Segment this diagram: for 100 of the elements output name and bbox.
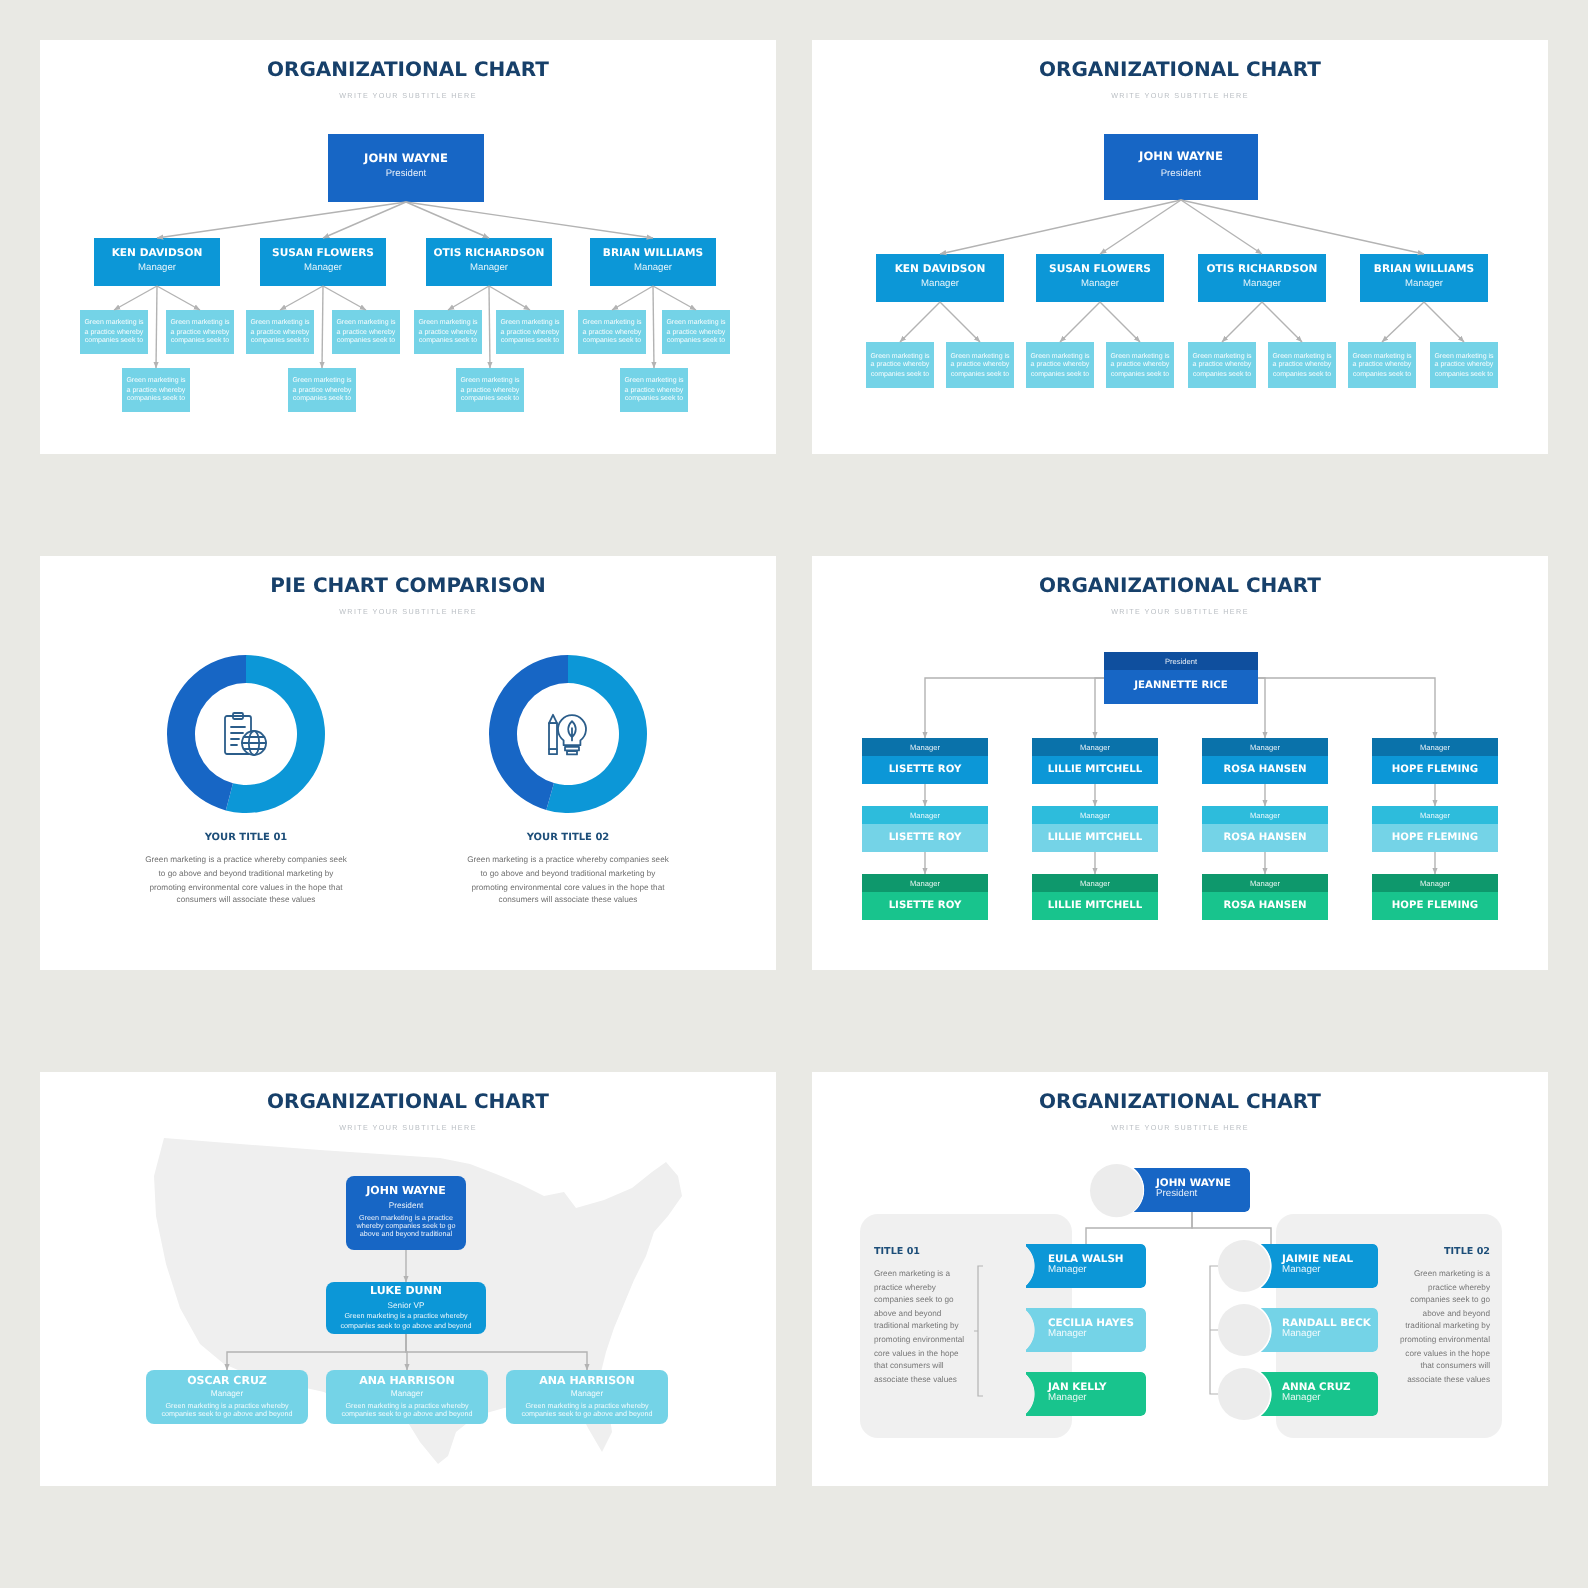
note-card <box>620 368 688 412</box>
position-card <box>1026 1372 1146 1416</box>
note-card <box>1430 342 1498 388</box>
position-card <box>1134 1168 1250 1212</box>
slide-panel <box>812 40 1548 454</box>
position-card <box>1260 1308 1378 1352</box>
connector-arrow <box>1099 301 1141 343</box>
connector-arrow <box>156 201 407 240</box>
connector-arrow <box>1257 677 1438 739</box>
connector-arrow <box>487 285 493 369</box>
connector-arrow <box>1221 301 1263 343</box>
position-card <box>328 134 484 202</box>
connector-arrow <box>319 285 325 369</box>
position-card <box>876 254 1004 302</box>
connector-arrow <box>922 851 928 875</box>
connector-arrow <box>405 201 490 239</box>
position-card <box>1036 254 1164 302</box>
note-card <box>414 310 482 354</box>
position-card <box>1032 874 1158 920</box>
position-card <box>1198 254 1326 302</box>
position-card <box>862 738 988 784</box>
position-card <box>1260 1244 1378 1288</box>
connector-arrow <box>1180 199 1425 256</box>
connector-arrow <box>405 201 654 240</box>
connector-arrow <box>939 199 1182 256</box>
position-card <box>1202 874 1328 920</box>
connector-arrow <box>1257 677 1268 739</box>
connector-arrow <box>156 285 201 311</box>
connector-arrow <box>652 285 697 311</box>
note-card <box>1188 342 1256 388</box>
note-card <box>946 342 1014 388</box>
note-card <box>288 368 356 412</box>
note-card <box>866 342 934 388</box>
slide-panel <box>40 1072 776 1486</box>
connector-arrow <box>922 783 928 807</box>
slide-title: ORGANIZATIONAL CHART <box>1039 60 1321 84</box>
connector-arrow <box>322 285 367 311</box>
note-card <box>1026 342 1094 388</box>
position-card <box>1026 1308 1146 1352</box>
note-card <box>80 310 148 354</box>
slide-panel <box>812 1072 1548 1486</box>
connector-arrow <box>651 285 657 369</box>
slide-panel <box>40 40 776 454</box>
position-card <box>146 1370 308 1424</box>
position-card <box>1026 1244 1146 1288</box>
note-card <box>496 310 564 354</box>
position-card <box>590 238 716 286</box>
note-card <box>578 310 646 354</box>
position-card <box>326 1282 486 1334</box>
connector-line <box>1191 1211 1272 1245</box>
position-card <box>1032 738 1158 784</box>
connector-arrow <box>939 301 981 343</box>
position-card <box>346 1176 466 1250</box>
connector-arrow <box>1432 851 1438 875</box>
position-card <box>506 1370 668 1424</box>
connector-arrow <box>1381 301 1425 343</box>
connector-arrow <box>279 285 324 311</box>
slide-title: ORGANIZATIONAL CHART <box>267 1092 549 1116</box>
position-card <box>1032 806 1158 852</box>
note-card <box>122 368 190 412</box>
connector-arrow <box>153 285 159 369</box>
connector-arrow <box>1092 783 1098 807</box>
position-card <box>862 874 988 920</box>
connector-arrow <box>1099 199 1182 255</box>
position-card <box>1202 738 1328 784</box>
slide-title: ORGANIZATIONAL CHART <box>267 60 549 84</box>
position-card <box>1260 1372 1378 1416</box>
connector-arrow <box>1092 677 1105 739</box>
slide-title: ORGANIZATIONAL CHART <box>1039 576 1321 600</box>
note-card <box>456 368 524 412</box>
connector-arrow <box>1180 199 1263 255</box>
connector-arrow <box>899 301 941 343</box>
connector-arrow <box>1092 851 1098 875</box>
connector-arrow <box>1059 301 1101 343</box>
slide-title: ORGANIZATIONAL CHART <box>1039 1092 1321 1116</box>
slide-panel <box>40 556 776 970</box>
note-card <box>246 310 314 354</box>
position-card <box>260 238 386 286</box>
connector-arrow <box>403 1249 409 1283</box>
connector-arrow <box>611 285 654 311</box>
note-card <box>1106 342 1174 388</box>
position-card <box>326 1370 488 1424</box>
connector-arrow <box>1432 783 1438 807</box>
slide-panel <box>812 556 1548 970</box>
position-card <box>426 238 552 286</box>
position-card <box>1202 806 1328 852</box>
connector-arrow <box>405 1333 590 1371</box>
position-card <box>1372 806 1498 852</box>
connector-arrow <box>322 201 407 239</box>
note-card <box>166 310 234 354</box>
connector-arrow <box>1423 301 1465 343</box>
connector-arrow <box>1262 783 1268 807</box>
connector-arrow <box>488 285 531 311</box>
connector-arrow <box>447 285 490 311</box>
position-card <box>1104 652 1258 704</box>
position-card <box>1372 874 1498 920</box>
connector-arrow <box>1262 851 1268 875</box>
position-card <box>94 238 220 286</box>
position-card <box>1372 738 1498 784</box>
note-card <box>1268 342 1336 388</box>
